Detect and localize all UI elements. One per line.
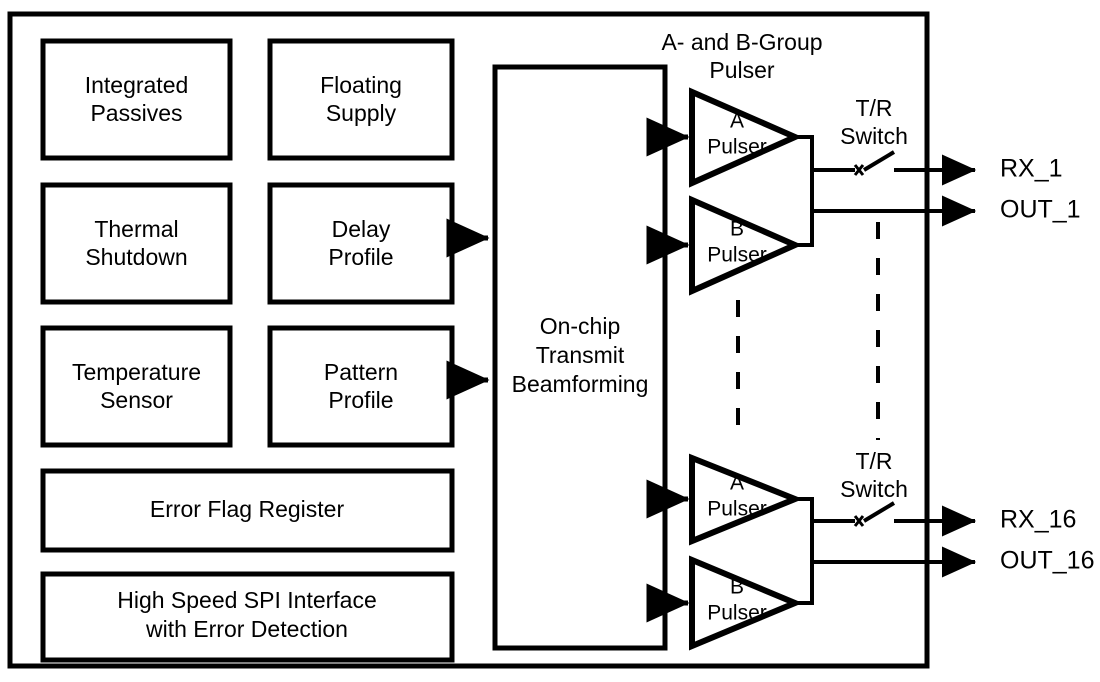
tr-switch-contact-1 [853, 164, 865, 176]
chip-boundary [7, 11, 930, 669]
tr-switch-contact-16 [853, 515, 865, 527]
b-pulser-16: B Pulser [689, 555, 803, 651]
block-label-line1: Error Flag Register [150, 496, 345, 522]
a-pulser-1: A Pulser [689, 87, 803, 188]
block-label-line1: Delay [332, 216, 391, 242]
b-pulser-label-line2: Pulser [707, 602, 767, 625]
block-label-line1: Floating [320, 72, 402, 98]
block-label-line2: Profile [328, 387, 393, 413]
block-label-line1: Pattern [324, 359, 398, 385]
a-pulser-16: A Pulser [689, 453, 804, 546]
block-label-line2: Passives [90, 100, 182, 126]
port-label-out-1: OUT_1 [1000, 196, 1081, 224]
block-label-line2: Shutdown [85, 244, 187, 270]
tr-switch-label-16: T/R Switch [840, 448, 908, 502]
block-label-line2: with Error Detection [145, 616, 348, 642]
a-pulser-label-line1: A [730, 472, 744, 495]
beamformer-label-line3: Beamforming [512, 371, 649, 397]
pulser-group-heading: A- and B-Group Pulser [661, 29, 822, 83]
pulser-output-bus-1 [795, 135, 814, 247]
block-pattern-profile: Pattern Profile [267, 325, 455, 448]
pulser-output-bus-16 [795, 497, 814, 605]
tr-switch-line1: T/R [855, 448, 892, 474]
b-pulser-label-line1: B [730, 218, 744, 241]
beamformer-label-line1: On-chip [540, 313, 621, 339]
a-pulser-label-line2: Pulser [707, 498, 767, 521]
block-error-flag-register: Error Flag Register [40, 468, 455, 553]
block-label-line2: Sensor [100, 387, 173, 413]
port-label-out-16: OUT_16 [1000, 547, 1094, 575]
block-spi-interface: High Speed SPI Interface with Error Dete… [40, 571, 455, 663]
block-label-line1: Thermal [94, 216, 178, 242]
block-integrated-passives: Integrated Passives [40, 38, 233, 161]
block-label-line1: High Speed SPI Interface [117, 587, 377, 613]
block-floating-supply: Floating Supply [267, 38, 455, 161]
port-label-rx-16: RX_16 [1000, 506, 1076, 534]
tr-switch-line2: Switch [840, 123, 908, 149]
b-pulser-label-line2: Pulser [707, 244, 767, 267]
tr-switch-blade-16[interactable] [862, 501, 896, 523]
block-label-line2: Profile [328, 244, 393, 270]
port-label-rx-1: RX_1 [1000, 155, 1063, 183]
tr-switch-blade-1[interactable] [862, 150, 896, 172]
block-onchip-transmit-beamforming: On-chip Transmit Beamforming [492, 64, 668, 651]
tr-switch-line1: T/R [855, 95, 892, 121]
tr-switch-label-1: T/R Switch [840, 95, 908, 149]
beamformer-label-line2: Transmit [536, 342, 625, 368]
pulser-heading-line1: A- and B-Group [661, 29, 822, 55]
block-temperature-sensor: Temperature Sensor [40, 325, 233, 448]
channel-16-group: A Pulser B Pulser T/R Switch RX_16 OUT_1… [646, 448, 1094, 651]
block-label-line2: Supply [326, 100, 397, 126]
a-pulser-label-line1: A [730, 110, 744, 133]
b-pulser-1: B Pulser [689, 195, 803, 296]
block-label-line1: Temperature [72, 359, 201, 385]
a-pulser-label-line2: Pulser [707, 136, 767, 159]
block-label-line1: Integrated [85, 72, 189, 98]
pulser-heading-line2: Pulser [709, 57, 775, 83]
channel-1-group: A Pulser B Pulser T/R Switch RX_1 OUT_1 [646, 87, 1081, 296]
block-thermal-shutdown: Thermal Shutdown [40, 182, 233, 305]
tr-switch-line2: Switch [840, 476, 908, 502]
block-delay-profile: Delay Profile [267, 182, 455, 305]
b-pulser-label-line1: B [730, 576, 744, 599]
